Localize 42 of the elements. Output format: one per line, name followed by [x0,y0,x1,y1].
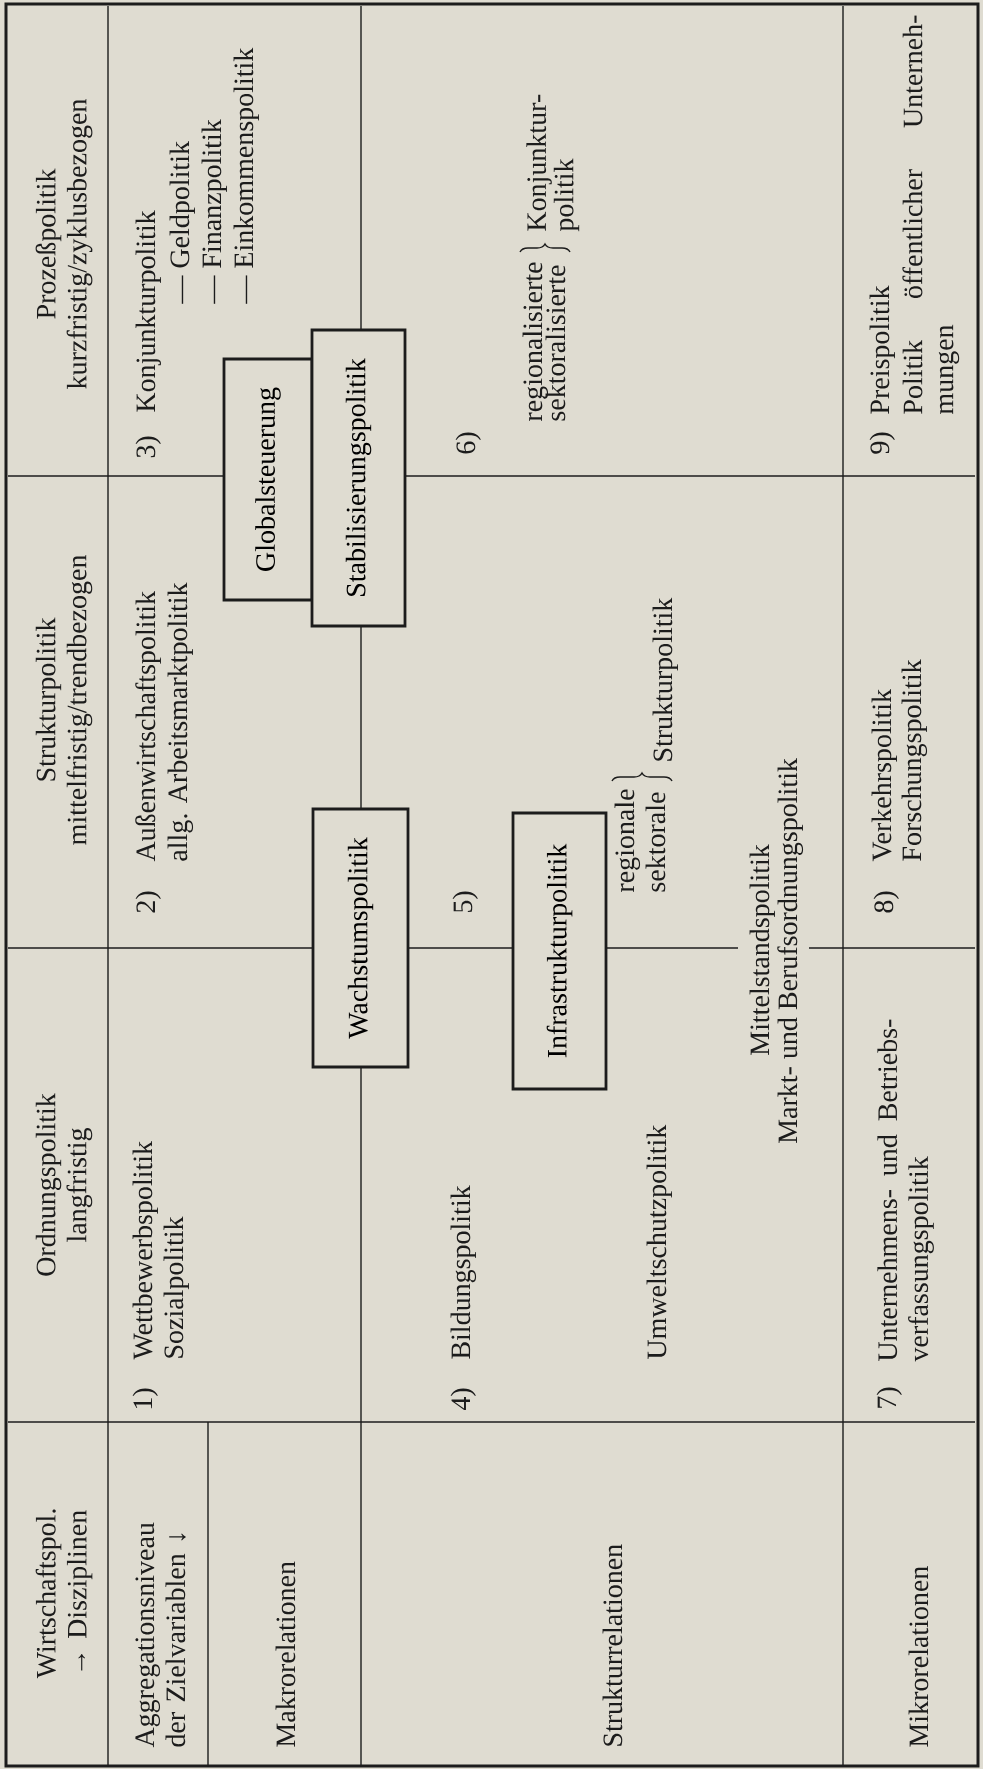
column-header: Ordnungspolitik langfristig [35,1093,93,1276]
policy-label: Forschungspolitik [901,659,928,861]
row-label: Aggregationsniveau der Zielvariablen ↓ [135,1522,186,1748]
policy-label: Bildungspolitik [450,1185,477,1359]
policy-label: — Finanzpolitik [201,119,227,304]
policy-label: sektorale [645,792,666,892]
policy-box: Wachstumspolitik [311,807,410,1069]
policy-label: Strukturpolitik [652,597,678,761]
item-number: 3) [135,436,161,458]
item-number: 1) [132,1388,158,1409]
row-label: Makrorelationen [275,1561,296,1747]
policy-label: Umweltschutzpolitik [646,1124,672,1359]
column-header: Strukturpolitik mittelfristig/trendbezogen [35,554,93,845]
item-number: 2) [135,891,161,913]
policy-label: Sozialpolitik [163,1216,189,1358]
row-label: Strukturrelationen [602,1544,623,1746]
row-label: Mikrorelationen [908,1566,929,1747]
policy-label: Außenwirtschaftspolitik [135,590,161,862]
policy-label: Markt- und Berufsordnungspolitik [777,758,804,1144]
policy-label: Preispolitik [869,285,895,414]
item-number: 4) [450,1388,476,1411]
policy-box: Stabilisierungspolitik [310,328,407,628]
column-header: Prozeßpolitik kurzfristig/zyklusbezogen [35,99,93,389]
policy-label: Politik öffentlicher Unterneh- mungen [902,15,960,414]
policy-box: Globalsteuerung [222,357,314,602]
policy-label: — Einkommenspolitik [233,47,259,304]
item-number: 8) [873,891,899,913]
policy-label: Konjunkturpolitik [135,210,161,412]
policy-label: — Geldpolitik [169,141,195,304]
policy-label: Unternehmens- und Betriebs- verfassungspolitik [877,1019,934,1362]
policy-label: Mittelstandspolitik [749,844,775,1055]
item-number: 5) [452,891,478,912]
column-header: Wirtschaftspol. → Disziplinen [35,1509,93,1679]
policy-label: Konjunktur- politik [526,94,580,232]
item-number: 7) [876,1387,902,1408]
item-number: 6) [455,432,481,454]
policy-label: regionale [614,789,641,893]
policy-box: Infrastrukturpolitik [511,811,608,1091]
policy-label: allg. Arbeitsmarktpolitik [167,582,194,861]
item-number: 9) [869,432,895,454]
policy-label: Verkehrspolitik [871,688,897,862]
policy-label: Wettbewerbspolitik [132,1140,158,1360]
